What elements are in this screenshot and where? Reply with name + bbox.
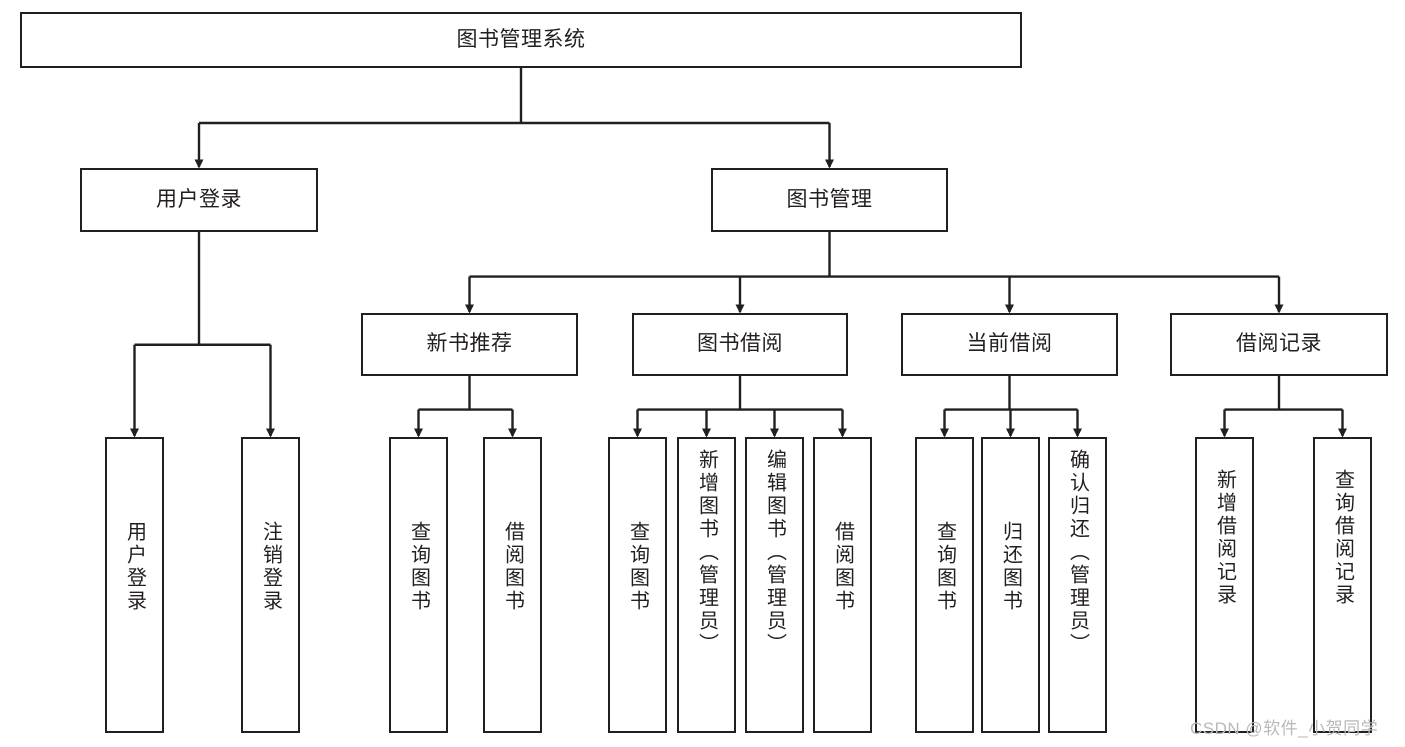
node-label: 新增图书（管理员）: [695, 449, 718, 656]
node-label: 确认归还（管理员）: [1066, 449, 1089, 656]
node-level1-user-login[interactable]: 用户登录: [80, 168, 318, 232]
node-label: 当前借阅: [966, 332, 1053, 356]
node-label: 查询图书: [933, 521, 956, 613]
node-label: 新增借阅记录: [1213, 469, 1236, 607]
node-label: 借阅图书: [501, 521, 524, 613]
node-level1-book-manage[interactable]: 图书管理: [711, 168, 948, 232]
node-label: 借阅图书: [831, 521, 854, 613]
node-label: 图书管理系统: [456, 27, 586, 51]
node-leaf-leaf-borrow-book-2[interactable]: 借阅图书: [813, 437, 872, 733]
node-leaf-leaf-add-borrow-record[interactable]: 新增借阅记录: [1195, 437, 1254, 733]
node-leaf-leaf-add-book[interactable]: 新增图书（管理员）: [677, 437, 736, 733]
node-leaf-leaf-user-login[interactable]: 用户登录: [105, 437, 164, 733]
node-level2-new-book-recommend[interactable]: 新书推荐: [361, 313, 578, 376]
node-label: 用户登录: [123, 521, 146, 613]
node-label: 新书推荐: [426, 332, 513, 356]
edges-group: [130, 68, 1347, 438]
node-leaf-leaf-confirm-return[interactable]: 确认归还（管理员）: [1048, 437, 1107, 733]
node-leaf-leaf-return-book[interactable]: 归还图书: [981, 437, 1040, 733]
node-leaf-leaf-query-book-3[interactable]: 查询图书: [915, 437, 974, 733]
node-label: 归还图书: [999, 521, 1022, 613]
node-label: 图书管理: [786, 187, 873, 211]
node-label: 查询图书: [407, 521, 430, 613]
node-label: 查询借阅记录: [1331, 469, 1354, 607]
node-label: 编辑图书（管理员）: [763, 449, 786, 656]
watermark-credit: CSDN @软件_小贺同学: [1190, 719, 1379, 738]
node-leaf-leaf-query-borrow-record[interactable]: 查询借阅记录: [1313, 437, 1372, 733]
node-leaf-leaf-query-book-2[interactable]: 查询图书: [608, 437, 667, 733]
node-level2-borrow-record[interactable]: 借阅记录: [1170, 313, 1388, 376]
node-label: 借阅记录: [1236, 332, 1322, 356]
node-leaf-leaf-borrow-book-1[interactable]: 借阅图书: [483, 437, 542, 733]
node-leaf-leaf-edit-book[interactable]: 编辑图书（管理员）: [745, 437, 804, 733]
node-leaf-leaf-logout-login[interactable]: 注销登录: [241, 437, 300, 733]
node-label: 查询图书: [626, 521, 649, 613]
node-level2-current-borrow[interactable]: 当前借阅: [901, 313, 1118, 376]
node-root-root[interactable]: 图书管理系统: [20, 12, 1022, 68]
node-level2-book-borrow[interactable]: 图书借阅: [632, 313, 848, 376]
node-label: 图书借阅: [697, 332, 783, 356]
node-label: 注销登录: [259, 521, 282, 613]
node-leaf-leaf-query-book-1[interactable]: 查询图书: [389, 437, 448, 733]
node-label: 用户登录: [156, 187, 242, 211]
